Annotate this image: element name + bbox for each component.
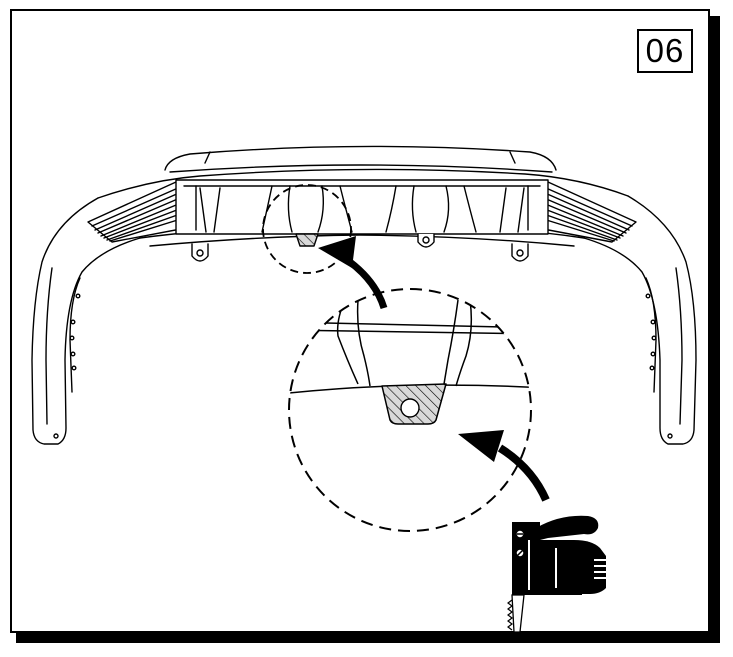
jigsaw-icon <box>507 515 610 633</box>
curved-arrow-icon <box>458 430 550 502</box>
step-number: 06 <box>645 32 685 69</box>
curved-arrow-icon <box>318 236 388 310</box>
callout-circle-large <box>288 288 532 532</box>
cut-area-small <box>295 233 319 247</box>
step-number-badge: 06 <box>637 29 693 73</box>
callout-circle-small <box>262 184 352 274</box>
zoom-detail <box>288 288 532 532</box>
rear-bumper <box>31 145 697 445</box>
